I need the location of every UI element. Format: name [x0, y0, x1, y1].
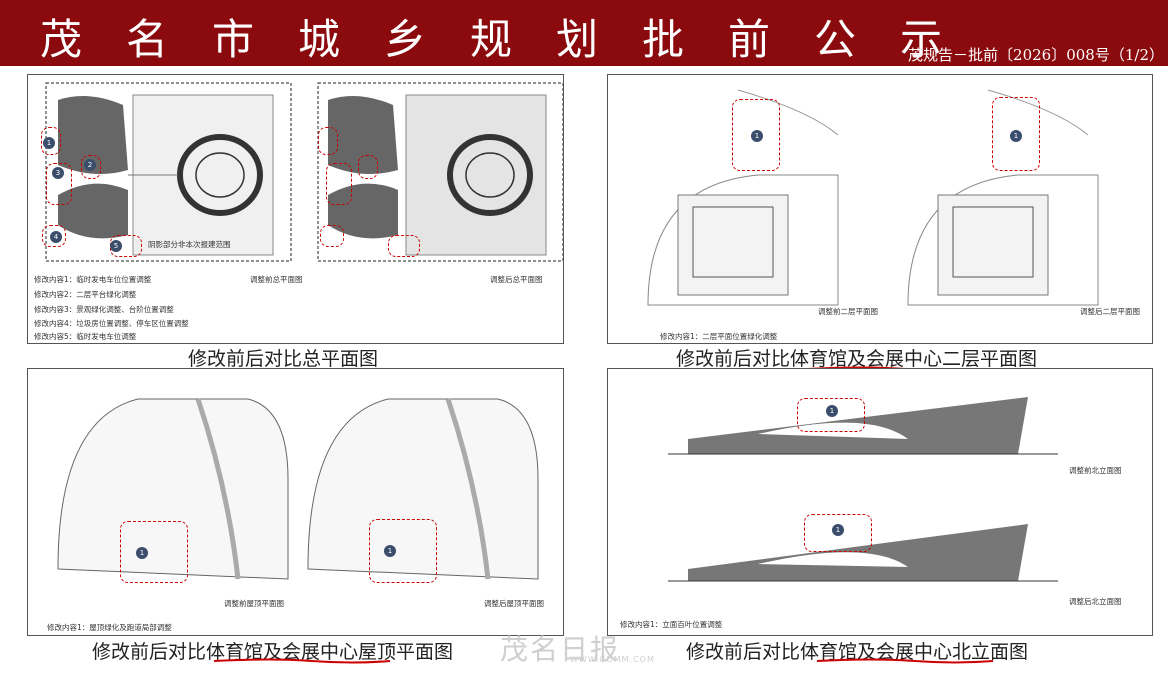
roof-caption: 修改前后对比体育馆及会展中心屋顶平面图	[92, 641, 454, 663]
site-plan-drawing	[45, 82, 563, 262]
elevation-marker-before: 1	[826, 405, 838, 417]
site-note-1: 修改内容1：临时发电车位位置调整	[34, 275, 152, 284]
roof-drawing	[57, 398, 539, 580]
elevation-before-label: 调整前北立面图	[1069, 466, 1122, 475]
second-floor-panel: 1 1 调整前二层平面图 调整后二层平面图 修改内容1：二层平面位置绿化调整	[607, 74, 1153, 344]
site-note-2: 修改内容2：二层平台绿化调整	[34, 290, 137, 299]
elevation-note: 修改内容1：立面百叶位置调整	[620, 620, 723, 629]
floor-marker-after: 1	[1010, 130, 1022, 142]
elevation-after-label: 调整后北立面图	[1069, 597, 1122, 606]
marker-3: 3	[52, 167, 64, 179]
marker-2: 2	[84, 159, 96, 171]
elevation-caption-underline	[816, 658, 994, 664]
site-note-3: 修改内容3：景观绿化调整、台阶位置调整	[34, 305, 174, 314]
site-note-4: 修改内容4：垃圾房位置调整、停车区位置调整	[34, 319, 189, 328]
floor-after-label: 调整后二层平面图	[1080, 307, 1140, 316]
roof-panel: 1 1 调整前屋顶平面图 调整后屋顶平面图 修改内容1：屋顶绿化及跑道局部调整	[27, 368, 564, 636]
roof-marker-after: 1	[384, 545, 396, 557]
watermark-logo: 茂名日报	[500, 633, 621, 666]
page-title: 茂名市城乡规划批前公示	[40, 15, 987, 64]
site-note-5: 修改内容5：临时发电车位调整	[34, 332, 137, 341]
floor-note: 修改内容1：二层平面位置绿化调整	[660, 332, 778, 341]
roof-marker-before: 1	[136, 547, 148, 559]
elevation-caption: 修改前后对比体育馆及会展中心北立面图	[686, 641, 1029, 663]
floor-before-label: 调整前二层平面图	[818, 307, 878, 316]
site-after-label: 调整后总平面图	[490, 275, 543, 284]
header-banner: 茂名市城乡规划批前公示 茂规告－批前〔2026〕008号（1/2）	[0, 0, 1168, 66]
site-before-label: 调整前总平面图	[250, 275, 303, 284]
roof-before-label: 调整前屋顶平面图	[224, 599, 284, 608]
notice-code: 茂规告－批前〔2026〕008号（1/2）	[908, 46, 1164, 64]
roof-caption-underline	[213, 658, 391, 664]
elevation-marker-after: 1	[832, 524, 844, 536]
second-floor-drawing	[647, 89, 1099, 306]
site-plan-caption: 修改前后对比总平面图	[188, 348, 379, 370]
site-stage-label: 阴影部分非本次报建范围	[148, 240, 231, 249]
roof-after-label: 调整后屋顶平面图	[484, 599, 544, 608]
second-floor-caption: 修改前后对比体育馆及会展中心二层平面图	[676, 348, 1038, 370]
marker-4: 4	[50, 231, 62, 243]
marker-1: 1	[43, 137, 55, 149]
marker-5: 5	[110, 240, 122, 252]
elevation-panel: 1 1 调整前北立面图 调整后北立面图 修改内容1：立面百叶位置调整	[607, 368, 1153, 636]
watermark-url: WWW.GDMM.COM	[570, 655, 655, 664]
roof-note: 修改内容1：屋顶绿化及跑道局部调整	[47, 623, 172, 632]
floor-marker-before: 1	[751, 130, 763, 142]
site-plan-panel: 1 2 3 4 5 阴影部分非本次报建范围 调整前总平面图 调整后总平面图 修改…	[27, 74, 564, 344]
